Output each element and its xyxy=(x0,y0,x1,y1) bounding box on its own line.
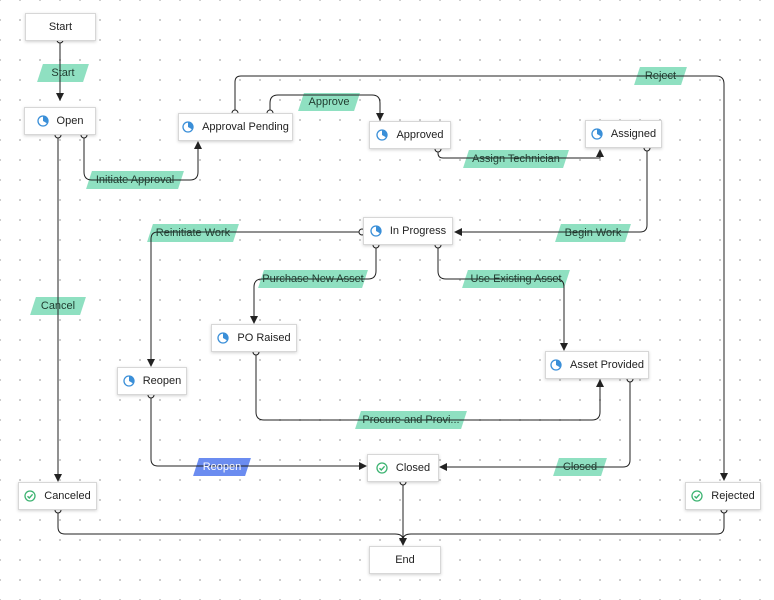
transition-label-procure-and-provide[interactable]: Procure and Provi... xyxy=(358,411,464,429)
node-approved[interactable]: Approved xyxy=(369,121,451,149)
node-po-raised[interactable]: PO Raised xyxy=(211,324,297,352)
node-in-progress-label: In Progress xyxy=(389,225,447,237)
node-rejected-label: Rejected xyxy=(711,490,755,502)
node-asset-provided-label: Asset Provided xyxy=(570,359,644,371)
transition-label-begin-work[interactable]: Begin Work xyxy=(558,224,628,242)
transition-label-reinitiate-work[interactable]: Reinitiate Work xyxy=(150,224,236,242)
node-assigned-label: Assigned xyxy=(610,128,657,140)
edge-use-existing-asset xyxy=(437,245,568,351)
pie-clock-icon xyxy=(376,129,389,141)
pie-clock-icon xyxy=(182,121,194,133)
edge-reject xyxy=(234,75,728,481)
node-open[interactable]: Open xyxy=(24,107,96,135)
edge-closed xyxy=(439,379,631,471)
pie-clock-icon xyxy=(591,128,603,140)
edge-rejected-end xyxy=(402,510,725,541)
node-canceled[interactable]: Canceled xyxy=(18,482,97,510)
check-circle-icon xyxy=(376,462,388,474)
pie-clock-icon xyxy=(550,359,562,371)
node-approved-label: Approved xyxy=(396,129,444,141)
transition-label-reject[interactable]: Reject xyxy=(637,67,684,85)
transition-label-cancel[interactable]: Cancel xyxy=(33,297,83,315)
transition-label-approve[interactable]: Approve xyxy=(301,93,357,111)
transition-label-initiate-approval[interactable]: Initiate Approval xyxy=(89,171,181,189)
pie-clock-icon xyxy=(36,115,49,127)
node-asset-provided[interactable]: Asset Provided xyxy=(545,351,649,379)
check-circle-icon xyxy=(691,490,703,502)
edge-reopen xyxy=(150,395,367,470)
pie-clock-icon xyxy=(123,375,135,387)
transition-label-purchase-new-asset[interactable]: Purchase New Asset xyxy=(261,270,365,288)
check-circle-icon xyxy=(24,490,36,502)
node-canceled-label: Canceled xyxy=(44,490,91,502)
edge-begin-work xyxy=(454,148,648,236)
transition-label-start[interactable]: Start xyxy=(40,64,86,82)
transition-label-use-existing-asset[interactable]: Use Existing Asset xyxy=(465,270,567,288)
transition-label-assign-technician[interactable]: Assign Technician xyxy=(466,150,566,168)
node-end-label: End xyxy=(395,554,415,566)
node-reopen-label: Reopen xyxy=(142,375,182,387)
node-closed[interactable]: Closed xyxy=(367,454,439,482)
pie-clock-icon xyxy=(370,225,382,237)
edge-assign-technician xyxy=(437,149,604,159)
edge-canceled-end xyxy=(57,510,404,541)
node-open-label: Open xyxy=(56,115,84,127)
node-end[interactable]: End xyxy=(369,546,441,574)
node-in-progress[interactable]: In Progress xyxy=(363,217,453,245)
transition-label-closed[interactable]: Closed xyxy=(556,458,604,476)
node-start[interactable]: Start xyxy=(25,13,96,41)
node-assigned[interactable]: Assigned xyxy=(585,120,662,148)
node-po-raised-label: PO Raised xyxy=(237,332,291,344)
node-rejected[interactable]: Rejected xyxy=(685,482,761,510)
node-approval-pending-label: Approval Pending xyxy=(202,121,289,133)
transition-label-reopen[interactable]: Reopen xyxy=(196,458,248,476)
node-start-label: Start xyxy=(48,21,73,33)
node-approval-pending[interactable]: Approval Pending xyxy=(178,113,293,141)
node-closed-label: Closed xyxy=(395,462,431,474)
pie-clock-icon xyxy=(217,332,230,344)
node-reopen[interactable]: Reopen xyxy=(117,367,187,395)
